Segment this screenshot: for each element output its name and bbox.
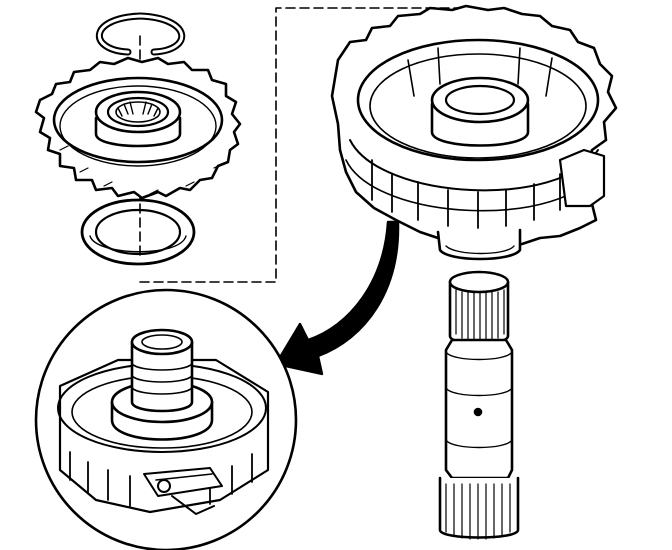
drum-housing-icon [330, 4, 618, 261]
toothed-hub-icon [34, 56, 242, 200]
splined-shaft-icon [438, 270, 520, 540]
curved-arrow-icon [274, 220, 400, 376]
snap-ring-icon [96, 12, 186, 56]
washer-icon [80, 198, 196, 266]
magnified-detail-icon [34, 288, 298, 550]
